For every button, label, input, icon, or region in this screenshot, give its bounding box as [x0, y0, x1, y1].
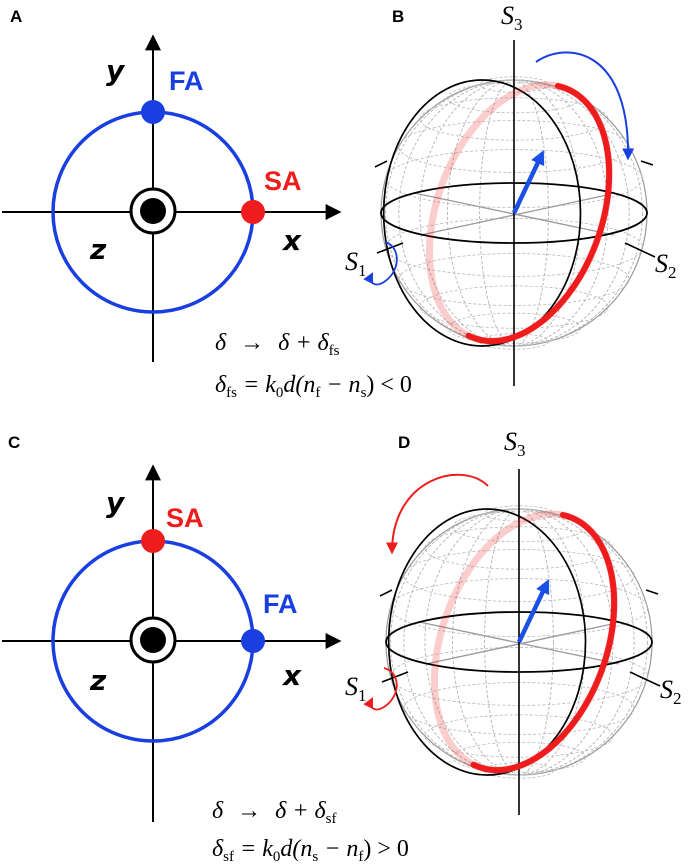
- rotation-arrow-icon: [363, 667, 398, 711]
- rotation-arrow-icon: [535, 51, 635, 161]
- slow-axis-label: SA: [166, 503, 204, 533]
- z-label: z: [89, 664, 107, 697]
- s2-axis: [629, 671, 661, 687]
- slow-axis-dot: [241, 200, 265, 224]
- panel-a: A y x z FA SA: [2, 7, 342, 362]
- trajectory-front: [465, 83, 613, 345]
- stokes-vector-arrow-icon: [516, 579, 550, 643]
- fast-axis-label: FA: [263, 589, 298, 619]
- panel-b: B S3 S1 S2 δ→δ + δfs δfs = k0d(nf − ns) …: [215, 1, 677, 401]
- panel-letter-c: C: [8, 433, 20, 452]
- trajectory-front: [470, 512, 618, 774]
- equation-2: δsf = k0d(ns − nf) > 0: [212, 836, 409, 864]
- latitude-line: [424, 714, 614, 758]
- meridian: [382, 79, 582, 347]
- z-label: z: [89, 233, 107, 266]
- fast-axis-dot: [141, 100, 165, 124]
- x-label: x: [281, 224, 302, 257]
- panel-letter-a: A: [10, 7, 22, 26]
- meridian: [387, 508, 587, 776]
- latitude-line: [419, 97, 609, 141]
- axis-tick: [645, 589, 659, 595]
- s2-label: S2: [655, 249, 677, 282]
- equation-1: δ→δ + δfs: [215, 330, 340, 359]
- y-label: y: [106, 486, 126, 519]
- s1-label: S1: [345, 672, 367, 705]
- longitude-line: [419, 79, 609, 347]
- longitude-line: [424, 508, 614, 776]
- panel-d: D S3 S1 S2 δ→δ + δsf δsf = k0d(ns − nf) …: [212, 427, 682, 864]
- axis-tick: [640, 160, 654, 166]
- x-label: x: [281, 659, 302, 692]
- panel-letter-d: D: [398, 433, 410, 452]
- s2-axis: [624, 242, 656, 258]
- target-icon: [129, 187, 177, 235]
- s1-axis: [376, 242, 404, 254]
- s2-label: S2: [660, 675, 682, 708]
- axis-tick: [379, 589, 393, 597]
- fast-axis-label: FA: [169, 66, 204, 96]
- latitude-line: [424, 526, 614, 570]
- latitude-line: [419, 285, 609, 329]
- rotation-arrow-icon: [386, 473, 489, 555]
- slow-axis-dot: [141, 529, 165, 553]
- panel-c: C y x z SA FA: [2, 433, 342, 822]
- fast-axis-dot: [241, 629, 265, 653]
- equation-1: δ→δ + δsf: [212, 798, 337, 827]
- longitude-line: [479, 79, 549, 347]
- s1-label: S1: [345, 247, 367, 280]
- slow-axis-label: SA: [264, 166, 302, 196]
- longitude-line: [484, 508, 554, 776]
- rotation-arrow-icon: [363, 241, 398, 286]
- target-icon: [129, 616, 177, 664]
- panel-letter-b: B: [392, 7, 404, 26]
- poincare-sphere: [374, 40, 656, 386]
- s3-label: S3: [504, 427, 526, 460]
- stokes-vector-arrow-icon: [511, 150, 545, 214]
- equation-2: δfs = k0d(nf − ns) < 0: [215, 372, 412, 401]
- poincare-sphere: [379, 469, 661, 815]
- y-label: y: [106, 54, 126, 87]
- s3-label: S3: [501, 1, 523, 34]
- axis-tick: [374, 160, 388, 168]
